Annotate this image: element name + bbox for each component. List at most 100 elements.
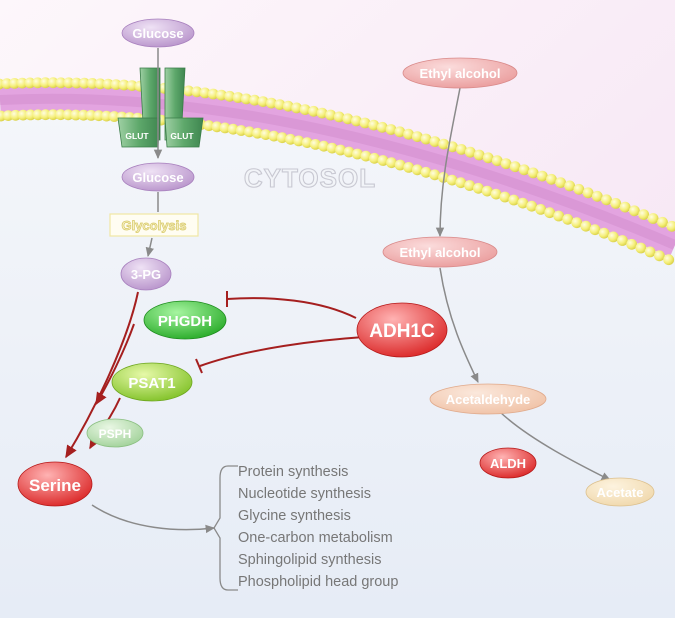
glycolysis-label: Glycolysis xyxy=(121,218,186,233)
lipid-head xyxy=(456,144,467,155)
lipid-head xyxy=(351,115,362,127)
outcome-item: Sphingolipid synthesis xyxy=(238,552,381,568)
arrow-serine-outcomes xyxy=(91,504,216,534)
lipid-head xyxy=(276,132,288,144)
lipid-head xyxy=(207,88,219,100)
lipid-head xyxy=(70,109,82,121)
lipid-head xyxy=(126,80,138,91)
lipid-head xyxy=(446,174,458,186)
lipid-head xyxy=(118,79,130,91)
arrow-phgdh-step xyxy=(95,323,135,406)
lipid-head xyxy=(580,220,592,232)
lipid-head xyxy=(638,209,650,221)
node-phgdh: PHGDH xyxy=(143,300,227,340)
lipid-head xyxy=(508,194,520,206)
lipid-head xyxy=(490,188,502,200)
lipid-head xyxy=(438,138,450,150)
lipid-head xyxy=(369,152,380,164)
outcomes-brace xyxy=(213,465,238,591)
lipid-head xyxy=(24,77,36,89)
lipid-head xyxy=(500,158,512,170)
lipid-head xyxy=(308,105,319,117)
lipid-head xyxy=(94,78,106,90)
lipid-head xyxy=(227,123,239,135)
lipid-head xyxy=(85,110,97,121)
glut-transporter: GLUT GLUT xyxy=(117,67,204,148)
lipid-head xyxy=(86,78,98,89)
inhibition-adh1c-phgdh xyxy=(226,297,357,319)
lipid-head xyxy=(71,77,82,89)
node-glucose-inside: Glucose xyxy=(121,162,195,192)
lipid-head xyxy=(10,109,21,121)
lipid-head xyxy=(598,227,610,239)
lipid-head xyxy=(394,159,406,171)
lipid-head xyxy=(564,180,576,192)
lipid-head xyxy=(647,213,659,224)
lipid-head xyxy=(219,122,231,134)
node-glycolysis: Glycolysis xyxy=(109,213,199,237)
lipid-head xyxy=(481,185,493,197)
node-3pg: 3-PG xyxy=(120,257,172,291)
outcome-item: Nucleotide synthesis xyxy=(238,486,371,502)
inhibition-bar-psat1 xyxy=(195,358,203,374)
3pg-label: 3-PG xyxy=(131,267,161,282)
lipid-head xyxy=(203,120,215,132)
lipid-head xyxy=(343,146,355,158)
lipid-head xyxy=(644,246,656,258)
lipid-head xyxy=(211,121,223,133)
lipid-head xyxy=(473,182,484,194)
lipid-head xyxy=(110,79,122,90)
arrow-ethanol-acetaldehyde xyxy=(439,267,479,383)
node-acetate: Acetate xyxy=(585,477,655,507)
lipid-head xyxy=(527,167,539,179)
node-aldh: ALDH xyxy=(479,447,537,479)
lipid-head xyxy=(63,77,75,89)
lipid-head xyxy=(291,102,302,114)
lipid-head xyxy=(55,109,66,121)
phgdh-label: PHGDH xyxy=(158,313,212,330)
lipid-head xyxy=(79,77,90,89)
lipid-head xyxy=(394,126,406,138)
lipid-head xyxy=(360,150,372,162)
lipid-head xyxy=(93,110,105,122)
lipid-head xyxy=(101,110,112,122)
node-glucose-outside: Glucose xyxy=(121,18,195,48)
lipid-head xyxy=(326,142,338,154)
arrow-3pg-serine xyxy=(65,291,139,459)
lipid-head xyxy=(318,140,330,152)
aldh-label: ALDH xyxy=(490,456,526,471)
lipid-head xyxy=(40,109,51,121)
lipid-head xyxy=(573,183,585,195)
lipid-head xyxy=(325,109,336,121)
lipid-head xyxy=(299,104,311,115)
outcome-item: One-carbon metabolism xyxy=(238,530,393,546)
lipid-head xyxy=(47,77,59,89)
lipid-head xyxy=(429,136,441,148)
psat1-label: PSAT1 xyxy=(128,375,175,392)
lipid-head xyxy=(55,77,67,89)
lipid-head xyxy=(301,137,313,149)
lipid-head xyxy=(102,78,114,90)
lipid-head xyxy=(535,204,547,215)
node-ethyl-alcohol-inside: Ethyl alcohol xyxy=(382,236,498,268)
lipid-head xyxy=(562,213,574,225)
lipid-head xyxy=(32,109,44,121)
lipid-head xyxy=(249,94,260,106)
lipid-head xyxy=(252,127,263,139)
lipid-head xyxy=(411,131,423,143)
lipid-head xyxy=(108,111,120,122)
lipid-head xyxy=(663,254,675,266)
ethyl-alcohol-inside-label: Ethyl alcohol xyxy=(400,245,481,260)
lipid-head xyxy=(191,86,203,98)
lipid-head xyxy=(657,216,668,228)
lipid-head xyxy=(274,99,286,110)
lipid-head xyxy=(16,77,28,89)
lipid-head xyxy=(352,148,363,160)
glucose-outside-label: Glucose xyxy=(132,26,183,41)
outcome-item: Protein synthesis xyxy=(238,464,348,480)
lipid-head xyxy=(420,166,432,178)
serine-label: Serine xyxy=(29,476,81,495)
arrow-ethanol-import xyxy=(435,87,461,238)
lipid-head xyxy=(293,135,305,147)
